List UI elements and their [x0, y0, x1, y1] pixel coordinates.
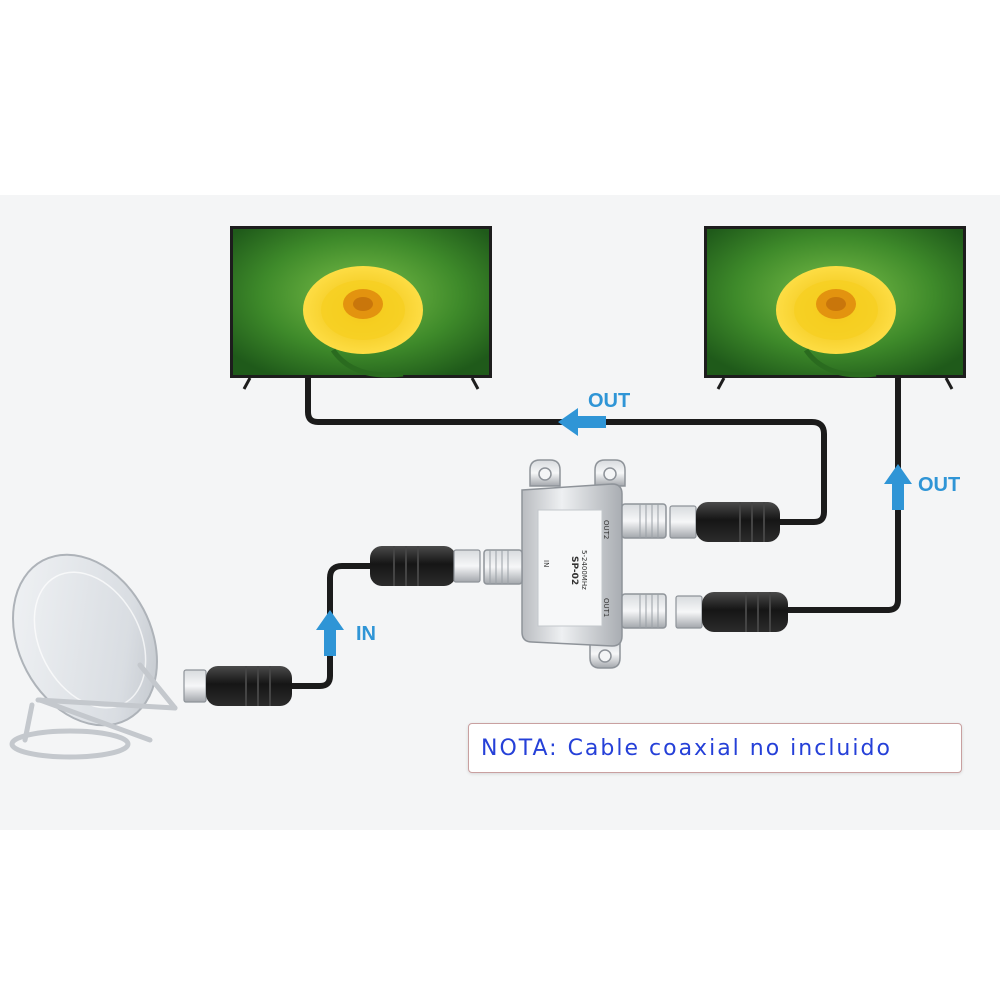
splitter-in-port	[483, 549, 523, 585]
splitter-model: SP-02	[569, 556, 579, 585]
tv-right-stand	[716, 377, 954, 390]
cable-tv-right	[783, 375, 901, 613]
tv-left	[230, 226, 492, 390]
flower-image	[776, 266, 896, 378]
tv-right	[704, 226, 966, 390]
arrow-left-icon	[558, 408, 606, 436]
connector-out-top	[669, 502, 780, 542]
connector-dish	[183, 666, 292, 706]
splitter-freq: 5-2400MHz	[580, 550, 588, 590]
connector-splitter-in	[370, 546, 481, 586]
arrow-up-icon	[884, 464, 912, 510]
label-out-top: OUT	[588, 390, 630, 412]
splitter-out-port-top	[621, 503, 667, 539]
splitter-port-out2: OUT2	[602, 520, 610, 539]
cable-tv-left	[305, 375, 827, 525]
tv-left-stand	[242, 377, 480, 390]
splitter-icon: SP-02 5-2400MHz OUT2 OUT1 IN	[483, 459, 667, 669]
note-text: NOTA: Cable coaxial no incluido	[481, 735, 892, 761]
arrow-up-icon	[316, 610, 344, 656]
satellite-dish-icon	[9, 553, 178, 760]
connector-out-bottom	[675, 592, 788, 632]
flower-image	[303, 266, 423, 378]
label-in: IN	[356, 623, 376, 645]
splitter-port-out1: OUT1	[602, 598, 610, 617]
splitter-port-in: IN	[542, 560, 550, 567]
splitter-out-port-bottom	[621, 593, 667, 629]
note-box: NOTA: Cable coaxial no incluido	[468, 723, 962, 773]
label-out-right: OUT	[918, 474, 960, 496]
